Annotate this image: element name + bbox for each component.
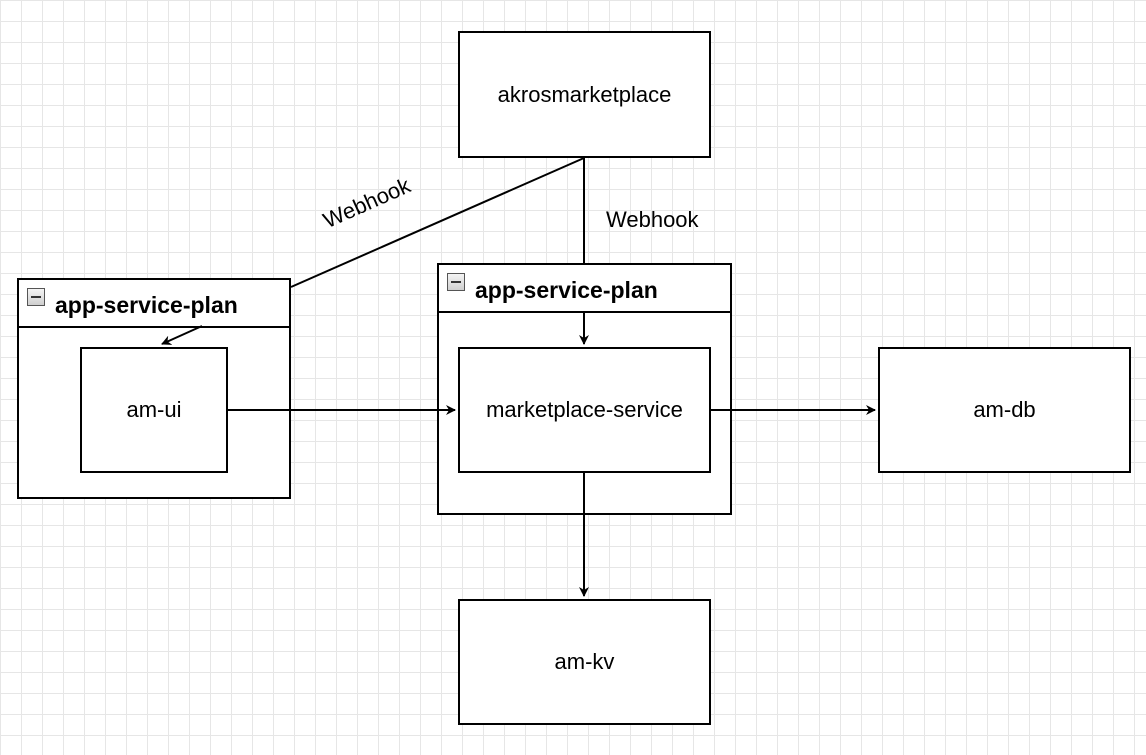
node-am-ui[interactable]: am-ui — [80, 347, 228, 473]
node-label: am-kv — [554, 649, 615, 674]
node-akrosmarketplace[interactable]: akrosmarketplace — [458, 31, 711, 158]
container-title: app-service-plan — [55, 292, 238, 318]
node-label: marketplace-service — [486, 397, 683, 422]
node-am-kv[interactable]: am-kv — [458, 599, 711, 725]
node-am-db[interactable]: am-db — [878, 347, 1131, 473]
node-marketplace-service[interactable]: marketplace-service — [458, 347, 711, 473]
node-label: am-ui — [126, 397, 182, 422]
node-label: am-db — [973, 397, 1036, 422]
container-title: app-service-plan — [475, 277, 658, 303]
edge-label-webhook-service: Webhook — [606, 207, 699, 232]
collapse-icon[interactable] — [447, 273, 465, 291]
container-header: app-service-plan — [19, 280, 289, 328]
node-label: akrosmarketplace — [497, 81, 672, 107]
collapse-icon[interactable] — [27, 288, 45, 306]
edge-webhook-ui-lower[interactable] — [161, 325, 203, 345]
edge-webhook-ui-upper[interactable] — [290, 157, 585, 288]
